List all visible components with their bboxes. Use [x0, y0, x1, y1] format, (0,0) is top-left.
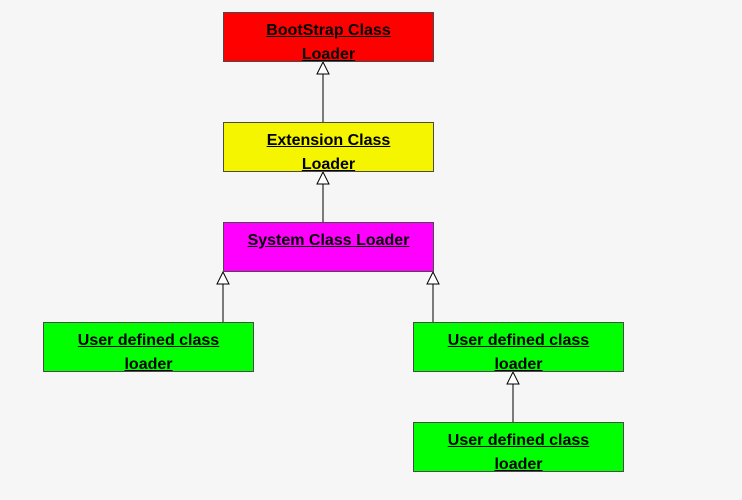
user-defined-class-loader-right-label: User defined class loader [447, 332, 590, 373]
arrowhead-bootstrap [316, 60, 330, 75]
system-class-loader-label: System Class Loader [247, 232, 410, 249]
arrowhead-system-right [426, 270, 440, 285]
arrowhead-user-right [506, 370, 520, 385]
user-defined-class-loader-bottom-label: User defined class loader [447, 432, 590, 473]
arrowhead-extension [316, 170, 330, 185]
bootstrap-class-loader-label: BootStrap Class Loader [266, 22, 391, 63]
user-defined-class-loader-left-box: User defined class loader [43, 322, 254, 373]
arrowhead-system-left [216, 270, 230, 285]
user-defined-class-loader-bottom-box: User defined class loader [413, 422, 624, 473]
user-defined-class-loader-left-label: User defined class loader [77, 332, 220, 373]
extension-class-loader-label: Extension Class Loader [266, 132, 391, 173]
bootstrap-class-loader-box: BootStrap Class Loader [223, 12, 434, 63]
extension-class-loader-box: Extension Class Loader [223, 122, 434, 173]
user-defined-class-loader-right-box: User defined class loader [413, 322, 624, 373]
system-class-loader-box: System Class Loader [223, 222, 434, 272]
